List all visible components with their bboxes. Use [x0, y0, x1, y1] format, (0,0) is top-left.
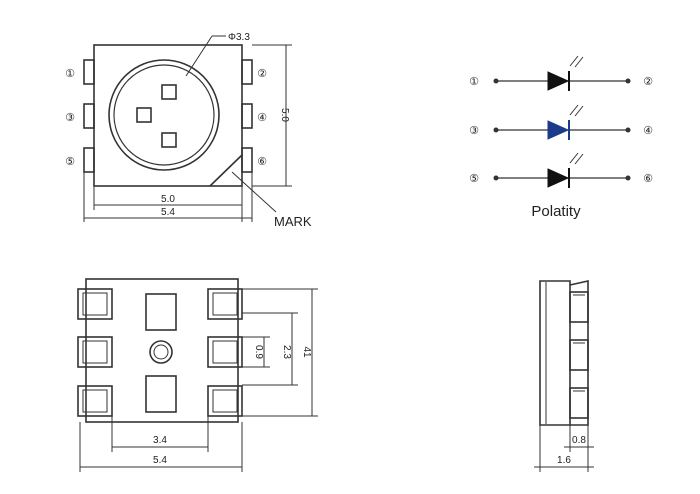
polarity-right-1: ②: [643, 76, 653, 88]
lead-5: [83, 147, 95, 173]
lead-width-label: 0.8: [572, 435, 586, 446]
diode-symbol-2: [547, 120, 570, 140]
pad-left-1: [77, 288, 113, 320]
chip-2: [136, 107, 152, 123]
top-outer-width-label: 5.4: [161, 207, 175, 218]
top-inner-width-label: 5.0: [161, 194, 175, 205]
pad-right-1: [207, 288, 243, 320]
polarity-caption: Polatity: [531, 203, 581, 220]
pad-left-3: [77, 385, 113, 417]
side-lead-1: [569, 291, 589, 323]
top-height-label: 5.0: [279, 108, 290, 122]
lead-2: [241, 59, 253, 85]
bottom-view: [77, 278, 243, 423]
pin-label-6: ⑥: [257, 156, 267, 168]
lens-outer: [108, 59, 220, 171]
pin-label-3: ③: [65, 112, 75, 124]
pin-label-5: ⑤: [65, 156, 75, 168]
center-pad-top: [145, 293, 177, 331]
bottom-view-body: [85, 278, 239, 423]
chip-1: [161, 84, 177, 100]
center-ring: [149, 340, 173, 364]
polarity-right-3: ⑥: [643, 173, 653, 185]
lead-3: [83, 103, 95, 129]
polarity-left-1: ①: [469, 76, 479, 88]
side-lead-2: [569, 339, 589, 371]
thickness-label: 1.6: [557, 455, 571, 466]
center-pad-bottom: [145, 375, 177, 413]
diode-symbol-1: [547, 71, 570, 91]
top-view-dimensions: [83, 35, 292, 222]
pad-right-3: [207, 385, 243, 417]
mark-chamfer: [209, 154, 243, 187]
pin-label-4: ④: [257, 112, 267, 124]
pad-height-label: 0.9: [253, 345, 264, 359]
pin-label-2: ②: [257, 68, 267, 80]
polarity-right-2: ④: [643, 125, 653, 137]
pad-right-2: [207, 336, 243, 368]
polarity-left-2: ③: [469, 125, 479, 137]
lead-4: [241, 103, 253, 129]
side-view: [539, 280, 589, 426]
polarity-diagram: [493, 55, 631, 188]
diode-symbol-3: [547, 168, 570, 188]
bottom-height-label: 41: [301, 346, 312, 358]
side-view-body: [539, 280, 571, 426]
pad-left-2: [77, 336, 113, 368]
lens-inner: [113, 64, 215, 166]
pitch-label: 2.3: [281, 345, 292, 359]
bottom-view-dimensions: [79, 288, 318, 472]
pin-label-1: ①: [65, 68, 75, 80]
side-lead-3: [569, 387, 589, 419]
pad-span-label: 3.4: [153, 435, 167, 446]
top-view: [83, 44, 253, 187]
lead-6: [241, 147, 253, 173]
side-view-dimensions: [534, 425, 594, 472]
lead-1: [83, 59, 95, 85]
chip-3: [161, 132, 177, 148]
polarity-row-1: [493, 55, 631, 91]
polarity-row-2: [493, 104, 631, 140]
mark-label: MARK: [274, 214, 312, 229]
polarity-row-3: [493, 152, 631, 188]
polarity-left-3: ⑤: [469, 173, 479, 185]
bottom-width-label: 5.4: [153, 455, 167, 466]
diameter-label: Φ3.3: [228, 32, 250, 43]
